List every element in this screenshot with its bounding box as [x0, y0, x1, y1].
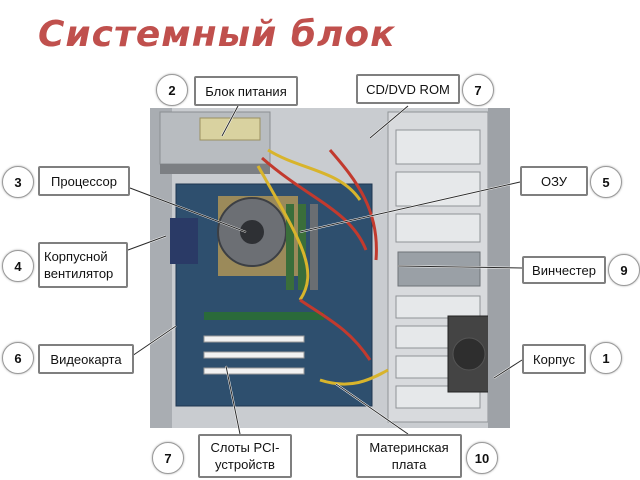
callout-number-case: 1: [590, 342, 622, 374]
callout-number-video-card: 6: [2, 342, 34, 374]
hard-drive-unit: [397, 251, 481, 287]
callout-label-case-fan: Корпусной вентилятор: [38, 242, 128, 288]
callout-label-motherboard: Материнская плата: [356, 434, 462, 478]
callout-number-hard-drive: 9: [608, 254, 640, 286]
callout-label-ram: ОЗУ: [520, 166, 588, 196]
callout-label-case: Корпус: [522, 344, 586, 374]
callout-label-pci-slots: Слоты PCI-устройств: [198, 434, 292, 478]
callout-number-cd-dvd-rom: 7: [462, 74, 494, 106]
ram-modules: [286, 204, 294, 290]
callout-number-case-fan: 4: [2, 250, 34, 282]
callout-label-processor: Процессор: [38, 166, 130, 196]
callout-number-power-supply: 2: [156, 74, 188, 106]
cables: [256, 148, 389, 386]
leader-lines-dark: [127, 105, 523, 435]
page-title: Системный блок: [38, 14, 396, 55]
video-card-slot: [204, 312, 324, 320]
callout-number-pci-slots: 7: [152, 442, 184, 474]
callout-number-processor: 3: [2, 166, 34, 198]
callout-label-video-card: Видеокарта: [38, 344, 134, 374]
callout-label-cd-dvd-rom: CD/DVD ROM: [356, 74, 460, 104]
callout-label-power-supply: Блок питания: [194, 76, 298, 106]
case-back-panel: [150, 108, 172, 428]
callout-number-ram: 5: [590, 166, 622, 198]
callout-label-hard-drive: Винчестер: [522, 256, 606, 284]
callout-number-motherboard: 10: [466, 442, 498, 474]
rear-fan: [170, 218, 198, 264]
pci-slot: [203, 335, 305, 343]
